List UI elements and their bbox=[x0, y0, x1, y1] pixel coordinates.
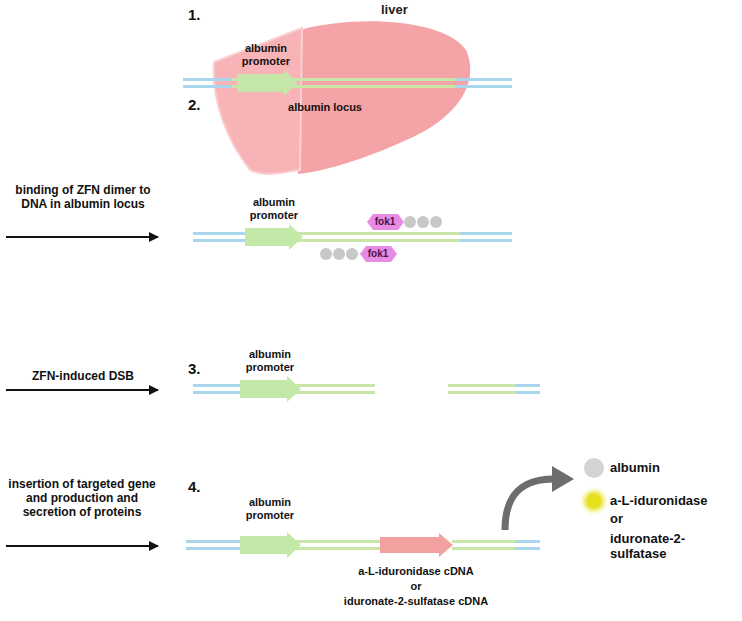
domain-label: fok1 bbox=[362, 247, 395, 261]
cdna-label: a-L-iduronidase cDNA bbox=[330, 565, 502, 578]
step-description: insertion of targeted gene and productio… bbox=[4, 478, 160, 519]
liver-organ: liver bbox=[205, 14, 477, 184]
promoter-label-box: albumin promoter bbox=[240, 496, 300, 521]
promoter-label: albumin promoter bbox=[236, 42, 296, 67]
step-number: 4. bbox=[188, 478, 218, 495]
protein-label: a-L-iduronidase bbox=[610, 494, 708, 509]
protein-dot bbox=[584, 458, 604, 478]
cdna-label: iduronate-2-sulfatase cDNA bbox=[330, 595, 502, 608]
promoter-label-box: albumin promoter bbox=[240, 348, 300, 373]
dna-strand bbox=[186, 532, 540, 558]
step-number-box: 2. bbox=[188, 96, 218, 113]
promoter-label-box: albumin promoter bbox=[236, 42, 296, 67]
cdna-label: or bbox=[330, 580, 502, 593]
cdna-label-box: or bbox=[330, 580, 502, 593]
legend-entry: albumin bbox=[584, 458, 660, 478]
fok1-domain: fok1 bbox=[367, 214, 404, 230]
dna-strand bbox=[193, 376, 540, 402]
protein-label-box: iduronate-2-sulfatase bbox=[610, 532, 738, 562]
step-number-box: 1. bbox=[188, 6, 218, 23]
protein-dot bbox=[587, 494, 601, 508]
step-description-box: ZFN-induced DSB bbox=[8, 370, 158, 384]
protein-label: or bbox=[610, 512, 730, 527]
legend-entry: a-L-iduronidase bbox=[584, 491, 708, 511]
protein-label-box: or bbox=[610, 512, 730, 527]
step-number-box: 4. bbox=[188, 478, 218, 495]
secretion-arrow bbox=[505, 466, 574, 530]
promoter-label: albumin promoter bbox=[240, 496, 300, 521]
fok1-domain: fok1 bbox=[360, 246, 397, 262]
dna-strand bbox=[193, 216, 512, 260]
promoter-label: albumin promoter bbox=[240, 348, 300, 373]
step-description-box: insertion of targeted gene and productio… bbox=[4, 478, 160, 519]
step-description: ZFN-induced DSB bbox=[8, 370, 158, 384]
protein-label: iduronate-2-sulfatase bbox=[610, 532, 738, 562]
domain-label: fok1 bbox=[369, 215, 402, 229]
cdna-label-box: a-L-iduronidase cDNA bbox=[330, 565, 502, 578]
locus-label-box: albumin locus bbox=[270, 101, 380, 114]
step-number-box: 3. bbox=[188, 360, 218, 377]
promoter-label: albumin promoter bbox=[244, 196, 304, 221]
locus-label: albumin locus bbox=[270, 101, 380, 114]
step-description: binding of ZFN dimer to DNA in albumin l… bbox=[8, 184, 158, 212]
step-number: 2. bbox=[188, 96, 218, 113]
cdna-label-box: iduronate-2-sulfatase cDNA bbox=[330, 595, 502, 608]
protein-label: albumin bbox=[610, 461, 660, 476]
step-number: 3. bbox=[188, 360, 218, 377]
dna-strand bbox=[183, 70, 512, 96]
promoter-label-box: albumin promoter bbox=[244, 196, 304, 221]
liver-shape bbox=[205, 14, 477, 184]
step-description-box: binding of ZFN dimer to DNA in albumin l… bbox=[8, 184, 158, 212]
step-number: 1. bbox=[188, 6, 218, 23]
organ-label: liver bbox=[381, 3, 653, 18]
